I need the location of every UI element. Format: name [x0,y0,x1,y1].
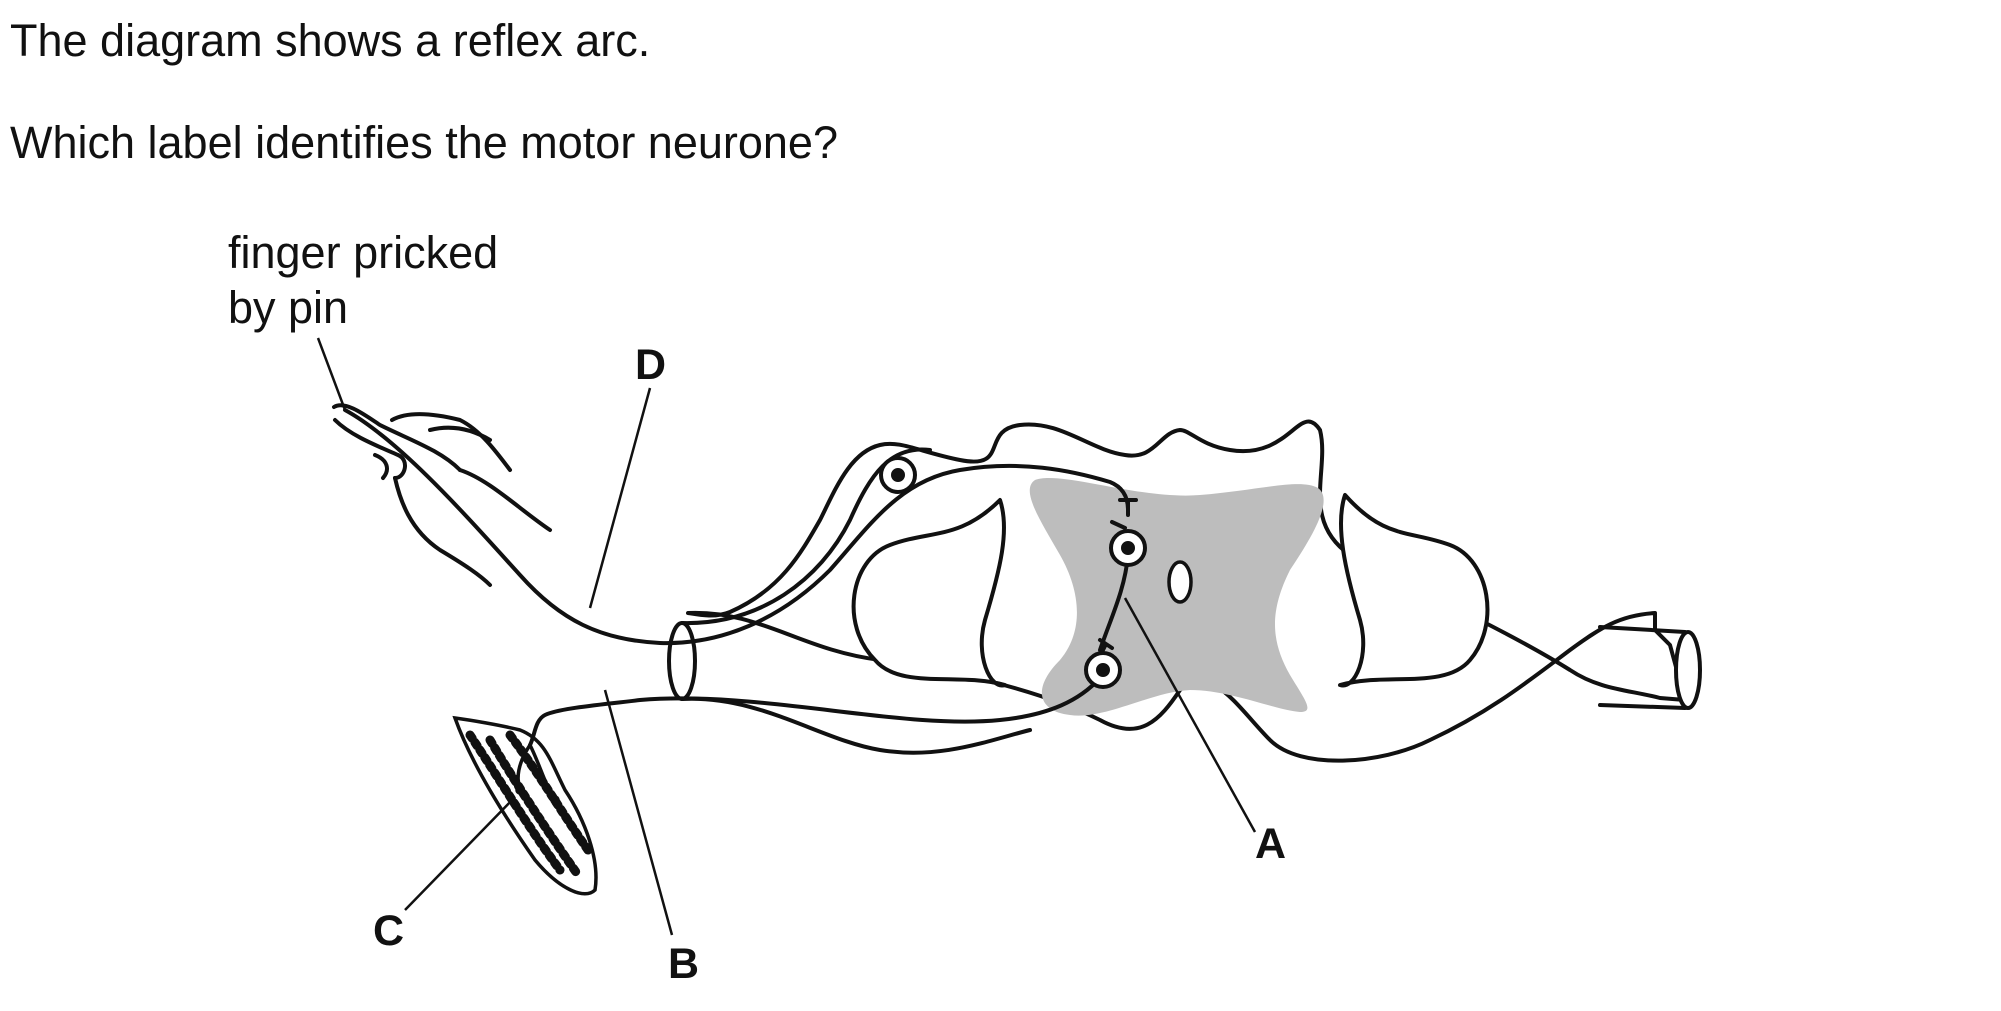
left-hollow [851,498,1007,688]
motor-neurone [528,676,1102,747]
leader-caption [316,337,347,411]
muscle [452,715,598,896]
label-C: C [373,907,404,955]
synapse-1 [1118,498,1138,517]
right-spinal-nerve [1598,625,1702,710]
central-canal [1167,560,1193,604]
label-B: B [668,940,699,988]
leader-D [588,387,652,609]
hand [332,403,552,587]
nerve-cut-end-left [667,621,697,701]
leader-A [1123,597,1257,833]
question-prompt: Which label identifies the motor neurone… [10,117,838,168]
muscle-outline [452,715,598,896]
right-hollow [1338,493,1490,688]
question-intro: The diagram shows a reflex arc. [10,15,651,66]
leader-C [404,796,516,911]
neurones [343,408,1138,747]
caption-line-1: finger pricked [228,227,498,278]
leader-B [603,689,674,936]
synapse-2 [1110,520,1127,530]
sensory-neurone [343,408,1130,646]
cell-bodies [879,456,1147,689]
leader-lines [316,337,1257,936]
label-A: A [1255,820,1286,868]
nerve-cut-end-right [1674,630,1702,710]
label-D: D [635,341,666,389]
caption-line-2: by pin [228,282,348,333]
